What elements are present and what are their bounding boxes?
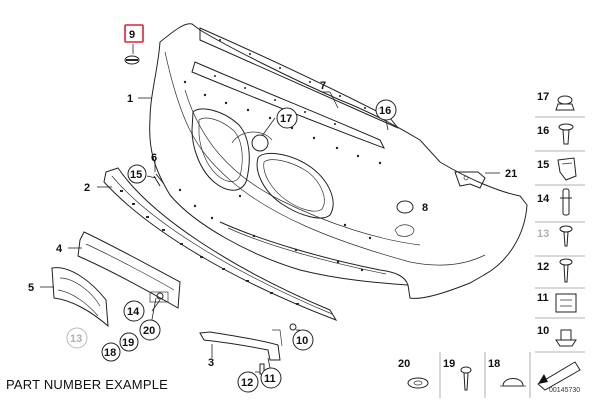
svg-text:10: 10	[537, 325, 549, 337]
svg-text:18: 18	[488, 358, 500, 370]
svg-text:13: 13	[70, 333, 82, 345]
callout-14-main[interactable]: 14	[123, 300, 145, 322]
svg-text:13: 13	[537, 228, 549, 240]
callout-13-main[interactable]: 13	[66, 327, 88, 349]
bumper-bracket[interactable]	[199, 329, 283, 361]
callout-17-main[interactable]: 17	[276, 107, 298, 129]
label-5[interactable]: 5	[28, 282, 34, 294]
side-bracket[interactable]	[454, 171, 486, 189]
svg-text:14: 14	[537, 193, 550, 205]
callout-18-main[interactable]: 18	[101, 342, 121, 362]
legend-14[interactable]: 14	[537, 188, 572, 216]
clip-10-left[interactable]	[156, 292, 164, 300]
callout-11-main[interactable]: 11	[260, 367, 282, 389]
label-7[interactable]: 7	[320, 80, 326, 92]
svg-text:16: 16	[379, 105, 391, 117]
legend-20[interactable]: 20	[398, 358, 429, 389]
label-21[interactable]: 21	[505, 168, 517, 180]
svg-text:15: 15	[537, 159, 549, 171]
label-1[interactable]: 1	[127, 93, 133, 105]
label-9[interactable]: 9	[129, 29, 135, 41]
label-2[interactable]: 2	[84, 182, 90, 194]
clip-6[interactable]	[153, 173, 165, 187]
legend-13[interactable]: 13	[537, 225, 573, 247]
diagram-id: 00145730	[549, 387, 581, 394]
svg-text:19: 19	[122, 337, 134, 349]
callout-16-main[interactable]: 16	[375, 99, 397, 121]
highlight-box-9	[124, 24, 144, 43]
legend-17[interactable]: 17	[537, 91, 575, 111]
legend-18[interactable]: 18	[488, 358, 526, 387]
legend-11[interactable]: 11	[537, 292, 577, 313]
svg-text:11: 11	[537, 292, 549, 304]
callout-20-main[interactable]: 20	[139, 319, 161, 341]
legend-12[interactable]: 12	[537, 258, 573, 283]
upper-strip[interactable]	[191, 27, 399, 149]
svg-text:17: 17	[280, 113, 292, 125]
svg-text:14: 14	[127, 306, 140, 318]
svg-text:16: 16	[537, 125, 549, 137]
label-8[interactable]: 8	[422, 202, 428, 214]
callout-12-main[interactable]: 12	[237, 371, 259, 393]
legend-10[interactable]: 10	[537, 325, 577, 347]
svg-text:11: 11	[264, 373, 276, 385]
label-6[interactable]: 6	[151, 152, 157, 164]
direction-arrow	[537, 361, 581, 391]
label-3[interactable]: 3	[208, 357, 214, 369]
lower-grille[interactable]	[103, 167, 338, 321]
callout-10-main[interactable]: 10	[292, 329, 314, 351]
svg-text:18: 18	[104, 347, 116, 359]
callout-15[interactable]: 15	[127, 164, 147, 184]
svg-text:15: 15	[130, 169, 142, 181]
svg-text:12: 12	[537, 261, 549, 273]
clip-9[interactable]	[124, 55, 140, 65]
legend-column	[439, 116, 585, 398]
caption: PART NUMBER EXAMPLE	[6, 377, 169, 392]
bumper-cover[interactable]	[149, 23, 528, 299]
svg-text:20: 20	[143, 325, 155, 337]
svg-text:17: 17	[537, 91, 549, 103]
legend-16[interactable]: 16	[537, 123, 574, 145]
legend-19[interactable]: 19	[443, 358, 472, 391]
callout-8-grommet[interactable]	[396, 200, 414, 214]
label-4[interactable]: 4	[56, 243, 63, 255]
svg-text:10: 10	[296, 335, 308, 347]
callout-19-main[interactable]: 19	[119, 332, 139, 352]
svg-text:19: 19	[443, 358, 455, 370]
legend-15[interactable]: 15	[537, 157, 577, 181]
nut-10-bottom[interactable]	[289, 323, 297, 331]
license-plate-base[interactable]	[51, 267, 109, 328]
bumper-support[interactable]	[77, 231, 181, 309]
svg-text:12: 12	[241, 377, 253, 389]
svg-text:20: 20	[398, 358, 410, 370]
